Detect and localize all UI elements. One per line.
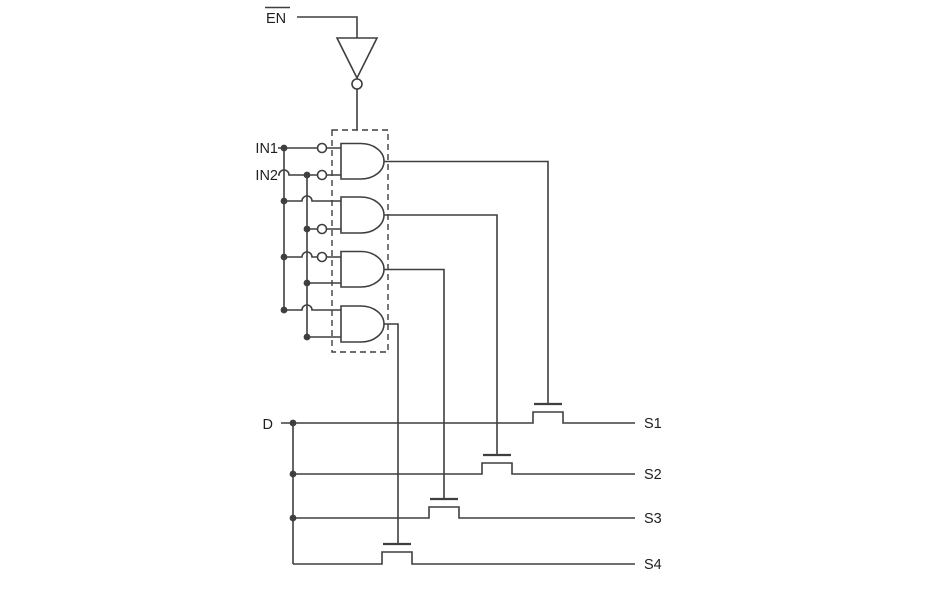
gate2-input1-wire	[284, 195, 341, 202]
junction-dot	[303, 333, 311, 341]
gate3-input1-wire	[284, 251, 341, 258]
junction-dot	[280, 253, 288, 261]
in2-label: IN2	[255, 168, 278, 184]
decoder-section: IN1 IN2	[255, 129, 549, 544]
data-input-label: D	[263, 417, 273, 433]
gate1-input2-wire	[278, 169, 341, 176]
gate3-output-wire	[384, 268, 445, 499]
decoder-enable-dashed-box	[331, 129, 389, 353]
gate3-input1-bubble-icon	[316, 251, 328, 263]
gate1-output-wire	[384, 160, 549, 404]
s4-output-label: S4	[644, 557, 662, 573]
gate1-input1-bubble-icon	[316, 142, 328, 154]
s1-channel-wire	[281, 411, 635, 424]
gate4-output-wire	[384, 323, 399, 544]
s2-channel-wire	[293, 462, 635, 475]
junction-dot	[280, 197, 288, 205]
and-gate-2-icon	[340, 196, 385, 234]
junction-dot	[303, 225, 311, 233]
s3-channel-wire	[293, 506, 635, 519]
s2-output-label: S2	[644, 467, 662, 483]
junction-dot	[303, 279, 311, 287]
junction-dot	[303, 171, 311, 179]
inverter-gate-icon	[335, 37, 379, 80]
gate2-output-wire	[384, 214, 498, 455]
s3-output-label: S3	[644, 511, 662, 527]
junction-dot	[280, 306, 288, 314]
en-wire	[297, 16, 358, 38]
enable-section: EN	[265, 6, 379, 130]
and-gate-1-icon	[340, 142, 385, 180]
gate2-input2-bubble-icon	[316, 223, 328, 235]
en-label: EN	[266, 11, 286, 27]
junction-dot	[280, 144, 288, 152]
s1-output-label: S1	[644, 416, 662, 432]
gate4-input1-wire	[284, 304, 341, 311]
s4-channel-wire	[293, 551, 635, 565]
and-gate-3-icon	[340, 250, 385, 288]
in1-label: IN1	[255, 141, 278, 157]
and-gate-4-icon	[340, 305, 385, 343]
switch-section: D S1 S2 S3 S4	[263, 402, 662, 573]
gate1-input2-bubble-icon	[316, 169, 328, 181]
inverter-bubble-icon	[351, 78, 363, 90]
